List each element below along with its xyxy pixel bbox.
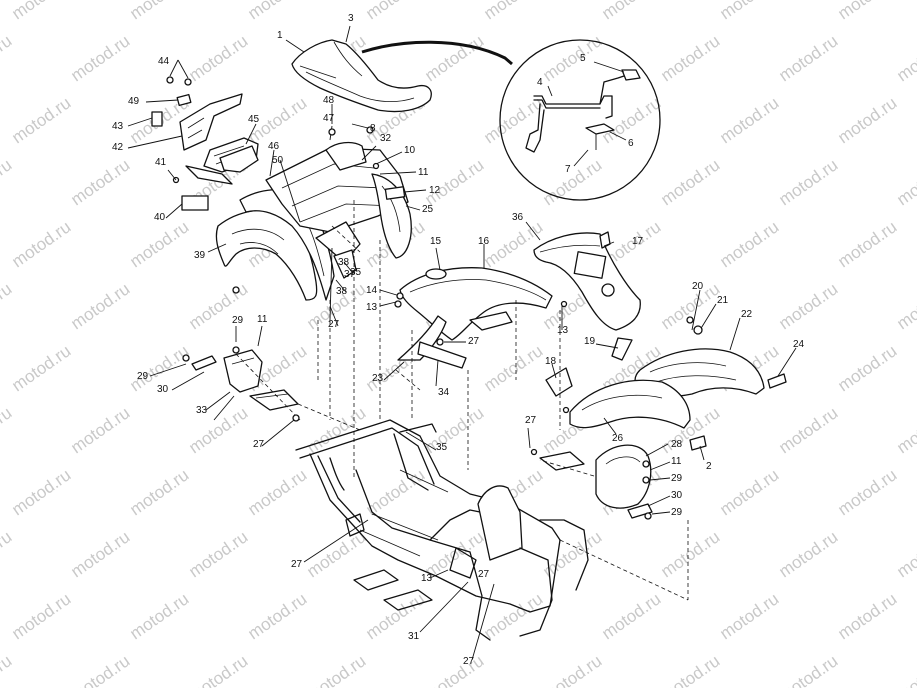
- callout-label: 27: [478, 569, 490, 580]
- seat-strap: [361, 40, 513, 66]
- callout-label: 11: [418, 167, 429, 178]
- callout-label: 38: [338, 257, 350, 268]
- callout-label: 19: [584, 336, 596, 347]
- callout-label: 23: [372, 373, 384, 384]
- callout-label: 14: [366, 285, 378, 296]
- callout-label: 15: [430, 236, 442, 247]
- footrest-left: [191, 349, 653, 519]
- callout-label: 13: [557, 325, 569, 336]
- headlight-cowl: [533, 231, 641, 331]
- callout-label: 2: [706, 461, 712, 472]
- callout-label: 24: [793, 339, 805, 350]
- callout-label: 17: [632, 236, 644, 247]
- callout-label: 39: [194, 250, 206, 261]
- callout-label: 48: [323, 95, 335, 106]
- callout-label: 37: [344, 269, 356, 280]
- side-panel: [315, 221, 361, 321]
- assembly-lines: [235, 200, 689, 601]
- callout-label: 31: [408, 631, 420, 642]
- callout-label: 47: [323, 113, 335, 124]
- callout-label: 45: [248, 114, 260, 125]
- rear-fender-center: [219, 141, 412, 259]
- callout-label: 38: [336, 286, 348, 297]
- callout-label: 29: [137, 371, 149, 382]
- callout-label: 25: [422, 204, 434, 215]
- callout-label: 12: [429, 185, 441, 196]
- callout-label: 3: [348, 13, 354, 24]
- callout-label: 27: [468, 336, 480, 347]
- callout-label: 49: [128, 96, 140, 107]
- callout-label: 40: [154, 212, 166, 223]
- callout-label: 7: [565, 164, 571, 175]
- callout-label: 13: [421, 573, 433, 584]
- callout-label: 30: [157, 384, 169, 395]
- callout-label: 29: [671, 473, 683, 484]
- callout-label: 22: [741, 309, 753, 320]
- callout-label: 27: [291, 559, 303, 570]
- callout-label: 11: [257, 314, 268, 325]
- callout-label: 27: [463, 656, 475, 667]
- callout-label: 36: [512, 212, 524, 223]
- front-fender-tank: [399, 267, 553, 341]
- callout-label: 33: [196, 405, 208, 416]
- callout-label: 10: [404, 145, 416, 156]
- callout-label: 13: [366, 302, 378, 313]
- callout-label: 41: [155, 157, 167, 168]
- callout-label: 44: [158, 56, 170, 67]
- leader-lines: [127, 25, 797, 661]
- callout-label: 30: [671, 490, 683, 501]
- center-bracket: [397, 315, 467, 369]
- callout-label: 43: [112, 121, 124, 132]
- callout-label: 20: [692, 281, 704, 292]
- callout-label: 6: [628, 138, 634, 149]
- frame: [295, 419, 589, 641]
- callout-label: 18: [545, 356, 557, 367]
- callout-label: 5: [580, 53, 586, 64]
- callout-label: 42: [112, 142, 124, 153]
- callout-label: 4: [537, 77, 543, 88]
- callout-label: 29: [232, 315, 244, 326]
- callout-label: 35: [350, 267, 362, 278]
- callout-label: 46: [268, 141, 280, 152]
- callout-label: 26: [612, 433, 624, 444]
- seat-latch-detail: [499, 39, 661, 201]
- callout-label: 27: [253, 439, 265, 450]
- front-fender-right: [545, 337, 787, 509]
- callout-label: 29: [671, 507, 683, 518]
- callout-label: 21: [717, 295, 729, 306]
- tail-light: [172, 165, 233, 211]
- callout-label: 27: [328, 319, 340, 330]
- callout-label: 11: [671, 456, 682, 467]
- callout-label: 16: [478, 236, 490, 247]
- hardware: [182, 126, 703, 520]
- callout-label: 50: [272, 155, 284, 166]
- seat: [291, 39, 432, 113]
- callout-label: 35: [436, 442, 448, 453]
- callout-label: 8: [370, 123, 376, 134]
- callout-label: 1: [277, 30, 283, 41]
- callout-label: 27: [525, 415, 537, 426]
- callout-label: 34: [438, 387, 450, 398]
- callout-label: 32: [380, 133, 392, 144]
- callout-label: 28: [671, 439, 683, 450]
